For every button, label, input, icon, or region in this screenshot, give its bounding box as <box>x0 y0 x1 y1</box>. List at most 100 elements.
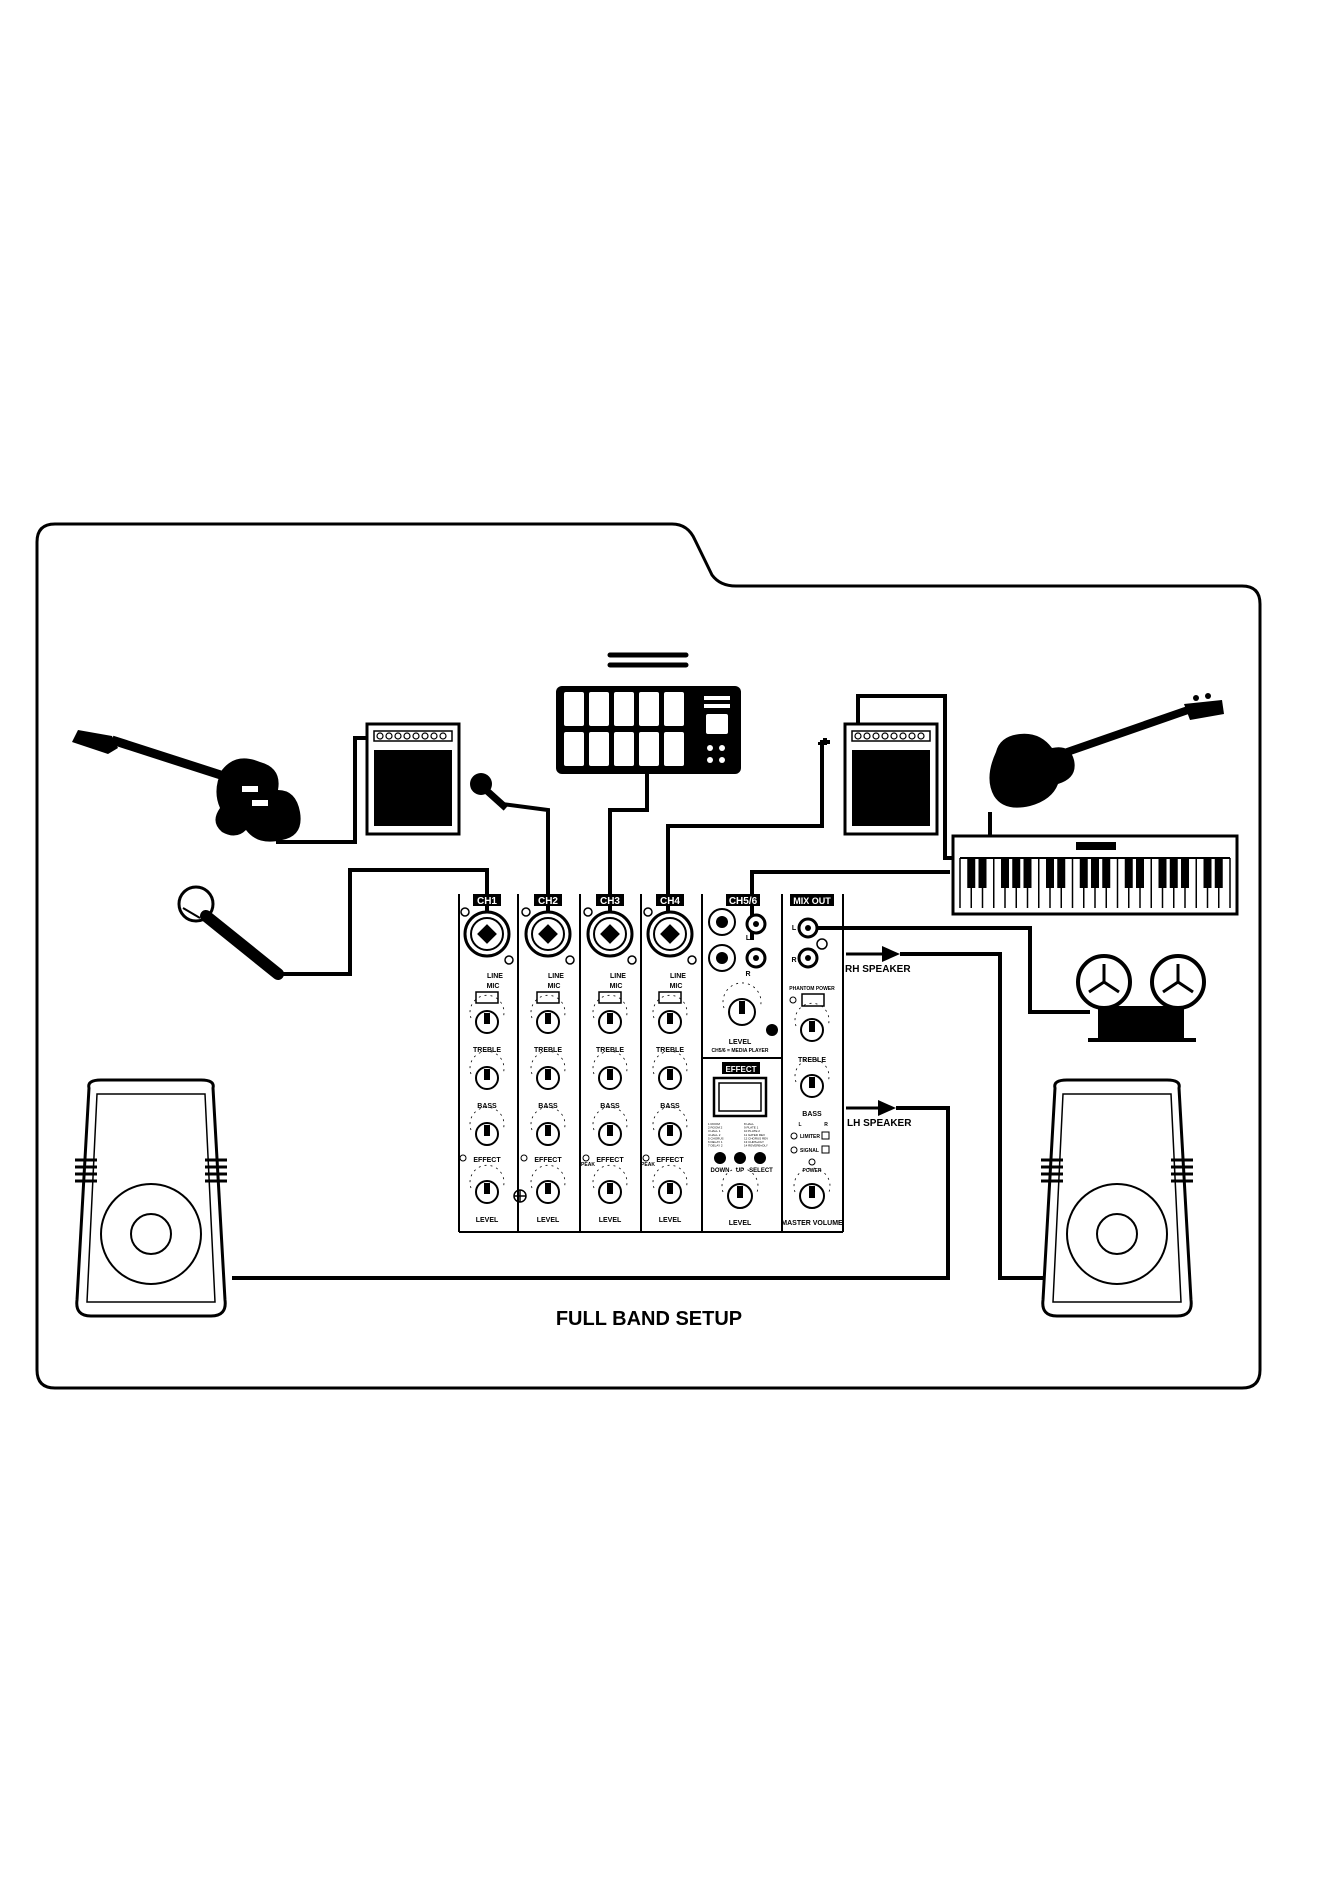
speaker-output-arrows <box>846 946 900 1116</box>
mic-label: MIC <box>610 983 623 990</box>
bass-knob[interactable] <box>652 1050 688 1090</box>
master-treble-label: TREBLE <box>798 1057 826 1064</box>
effect-preset: 6 DELAY 1 <box>708 1140 723 1144</box>
treble-knob[interactable] <box>652 994 688 1034</box>
drumpad-cable-ch3 <box>608 772 649 942</box>
bass-label: BASS <box>600 1103 620 1110</box>
electric-guitar-icon <box>72 730 301 842</box>
combo-input-jack[interactable] <box>646 910 694 958</box>
line-mic-switch[interactable] <box>658 991 682 1004</box>
ch56-r-label: R <box>745 971 750 978</box>
treble-label: TREBLE <box>656 1047 684 1054</box>
signal-label: SIGNAL <box>800 1148 819 1154</box>
mic-label: MIC <box>487 983 500 990</box>
line-label: LINE <box>487 973 503 980</box>
level-knob[interactable] <box>469 1164 505 1204</box>
master-volume-label: MASTER VOLUME <box>781 1220 843 1227</box>
cables <box>232 694 1090 1280</box>
ch56-label: CH5/6 <box>729 896 758 907</box>
effect-preset: 11 GATED REV <box>744 1133 765 1137</box>
bass-knob[interactable] <box>469 1050 505 1090</box>
effect-preset: 14 REVERB+DLY <box>744 1144 768 1148</box>
up-label: UP <box>736 1168 744 1174</box>
level-label: LEVEL <box>659 1217 682 1224</box>
level-knob[interactable] <box>652 1164 688 1204</box>
tape-recorder-icon <box>1076 954 1206 1042</box>
rca-input[interactable] <box>745 947 767 969</box>
effect-knob[interactable] <box>592 1106 628 1146</box>
rh-speaker-cable <box>900 952 1052 1280</box>
microphone-icon-handheld <box>177 885 284 980</box>
bass-knob[interactable] <box>530 1050 566 1090</box>
effect-level-knob[interactable] <box>721 1167 759 1209</box>
mix-out-l-label: L <box>792 925 797 932</box>
master-treble-knob[interactable] <box>794 1002 830 1042</box>
keyboard-icon <box>951 834 1239 916</box>
select-label: SELECT <box>749 1168 773 1174</box>
effect-knob[interactable] <box>469 1106 505 1146</box>
channel-label: CH2 <box>538 896 558 907</box>
effect-down-button[interactable] <box>714 1152 726 1164</box>
bass-amp-cable-ch4 <box>666 738 830 942</box>
mix-out-rca[interactable] <box>797 947 819 969</box>
bass-guitar-icon <box>989 693 1224 808</box>
treble-knob[interactable] <box>530 994 566 1034</box>
diagram-frame <box>35 522 1262 1390</box>
effect-label: EFFECT <box>534 1157 562 1164</box>
bass-amp-icon <box>843 722 939 836</box>
combo-input-jack[interactable] <box>463 910 511 958</box>
treble-knob[interactable] <box>469 994 505 1034</box>
speaker-icon-left <box>75 1078 227 1318</box>
master-volume-knob[interactable] <box>793 1167 831 1209</box>
phantom-power-switch[interactable] <box>801 993 825 1007</box>
microphone-icon <box>470 773 509 811</box>
ch56-level-label: LEVEL <box>729 1039 752 1046</box>
master-bass-knob[interactable] <box>794 1058 830 1098</box>
drum-pad-icon <box>556 686 741 774</box>
treble-label: TREBLE <box>473 1047 501 1054</box>
ch56-level-knob[interactable] <box>722 982 762 1026</box>
limiter-label: LIMITER <box>800 1134 820 1140</box>
line-label: LINE <box>548 973 564 980</box>
diagram-caption: FULL BAND SETUP <box>556 1308 742 1330</box>
line-mic-switch[interactable] <box>598 991 622 1004</box>
level-label: LEVEL <box>476 1217 499 1224</box>
effect-knob[interactable] <box>652 1106 688 1146</box>
effect-up-button[interactable] <box>734 1152 746 1164</box>
lh-speaker-cable <box>232 1106 950 1280</box>
line-mic-switch[interactable] <box>475 991 499 1004</box>
bass-label: BASS <box>660 1103 680 1110</box>
drumsticks-icon <box>607 652 689 668</box>
effect-preset: 9 PLATE 1 <box>744 1126 759 1130</box>
effect-label: EFFECT <box>656 1157 684 1164</box>
level-label: LEVEL <box>599 1217 622 1224</box>
channel-label-badge <box>534 894 562 906</box>
effect-preset: 10 PLATE 2 <box>744 1129 760 1133</box>
treble-knob[interactable] <box>592 994 628 1034</box>
channel-label-badge <box>656 894 684 906</box>
combo-input-jack[interactable] <box>524 910 572 958</box>
jack-input[interactable] <box>708 908 736 936</box>
effect-knob[interactable] <box>530 1106 566 1146</box>
bass-label: BASS <box>477 1103 497 1110</box>
effect-preset: 7 DELAY 2 <box>708 1144 723 1148</box>
mix-out-rca[interactable] <box>797 917 819 939</box>
peak-label: PEAK <box>581 1162 595 1168</box>
effect-select-button[interactable] <box>754 1152 766 1164</box>
meter-r-label: R <box>824 1122 828 1128</box>
effect-preset: 13 CHRS+DLY <box>744 1140 764 1144</box>
bass-knob[interactable] <box>592 1050 628 1090</box>
level-knob[interactable] <box>592 1164 628 1204</box>
combo-input-jack[interactable] <box>586 910 634 958</box>
treble-label: TREBLE <box>596 1047 624 1054</box>
mic-cable-ch1 <box>280 868 489 976</box>
jack-input[interactable] <box>708 944 736 972</box>
line-mic-switch[interactable] <box>536 991 560 1004</box>
rca-input[interactable] <box>745 913 767 935</box>
level-knob[interactable] <box>530 1164 566 1204</box>
